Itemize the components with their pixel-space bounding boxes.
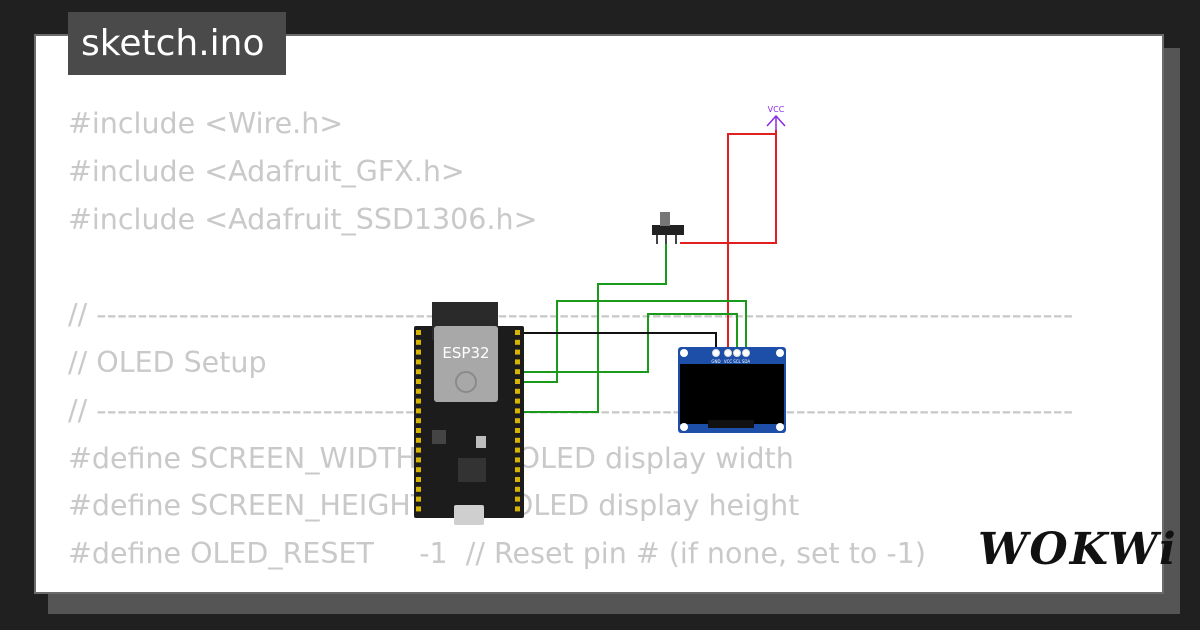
header-pin[interactable] <box>515 477 520 482</box>
code-line: #define OLED_RESET -1 // Reset pin # (if… <box>68 537 926 571</box>
oled-pin-label: SDA <box>742 359 751 364</box>
header-pin[interactable] <box>515 369 520 375</box>
header-pin[interactable] <box>515 437 520 443</box>
oled-pin-label: SCL <box>733 359 741 364</box>
header-pin[interactable] <box>416 408 421 414</box>
header-pin[interactable] <box>515 379 520 384</box>
file-tab[interactable]: sketch.ino <box>68 12 286 75</box>
header-pin[interactable] <box>515 486 520 492</box>
header-pin[interactable] <box>515 428 520 433</box>
header-pin[interactable] <box>515 349 520 355</box>
signal-wires <box>520 244 747 413</box>
header-pin[interactable] <box>416 437 421 443</box>
header-pin[interactable] <box>515 457 520 463</box>
code-line: #include <Wire.h> <box>68 107 344 140</box>
header-pin[interactable] <box>515 330 520 335</box>
svg-text:VCC: VCC <box>768 105 785 114</box>
header-pin[interactable] <box>416 506 421 512</box>
header-pin[interactable] <box>416 467 421 473</box>
header-pin[interactable] <box>416 398 421 404</box>
code-line: #include <Adafruit_GFX.h> <box>68 154 465 188</box>
code-line: #define SCREEN_WIDTH 128 // OLED display… <box>68 441 794 475</box>
header-pin[interactable] <box>515 388 520 394</box>
esp32-board[interactable]: ESP32 <box>414 302 524 525</box>
slide-switch[interactable] <box>652 212 684 244</box>
header-pin[interactable] <box>416 349 421 355</box>
header-pin[interactable] <box>416 339 421 345</box>
header-pin[interactable] <box>515 339 520 345</box>
header-pin[interactable] <box>515 447 520 453</box>
header-pin[interactable] <box>416 428 421 433</box>
header-pin[interactable] <box>416 418 421 424</box>
header-pin[interactable] <box>416 330 421 335</box>
header-pin[interactable] <box>416 447 421 453</box>
header-pin[interactable] <box>515 506 520 512</box>
oled-pin-label: VCC <box>724 359 733 364</box>
header-pin[interactable] <box>515 359 520 365</box>
header-pin[interactable] <box>416 369 421 375</box>
code-editor: #include <Wire.h> #include <Adafruit_GFX.… <box>68 100 1073 578</box>
header-pin[interactable] <box>416 477 421 482</box>
power-wires <box>680 130 777 350</box>
header-pin[interactable] <box>515 398 520 404</box>
header-pin[interactable] <box>416 379 421 384</box>
wokwi-logo: WOKWi <box>978 524 1178 575</box>
esp32-label: ESP32 <box>442 344 489 362</box>
header-pin[interactable] <box>515 496 520 502</box>
code-line: // -------------------------------------… <box>68 298 1074 332</box>
header-pin[interactable] <box>416 359 421 365</box>
code-line: // OLED Setup <box>68 345 267 379</box>
header-pin[interactable] <box>416 486 421 492</box>
ground-wire <box>520 332 717 352</box>
header-pin[interactable] <box>416 388 421 394</box>
oled-pin-label: GND <box>711 359 720 364</box>
code-line: // -------------------------------------… <box>68 393 1074 427</box>
header-pin[interactable] <box>416 457 421 463</box>
header-pin[interactable] <box>515 418 520 424</box>
header-pin[interactable] <box>515 467 520 473</box>
code-line: #include <Adafruit_SSD1306.h> <box>68 202 538 236</box>
vcc-symbol: VCC <box>766 105 786 130</box>
header-pin[interactable] <box>515 408 520 414</box>
header-pin[interactable] <box>416 496 421 502</box>
